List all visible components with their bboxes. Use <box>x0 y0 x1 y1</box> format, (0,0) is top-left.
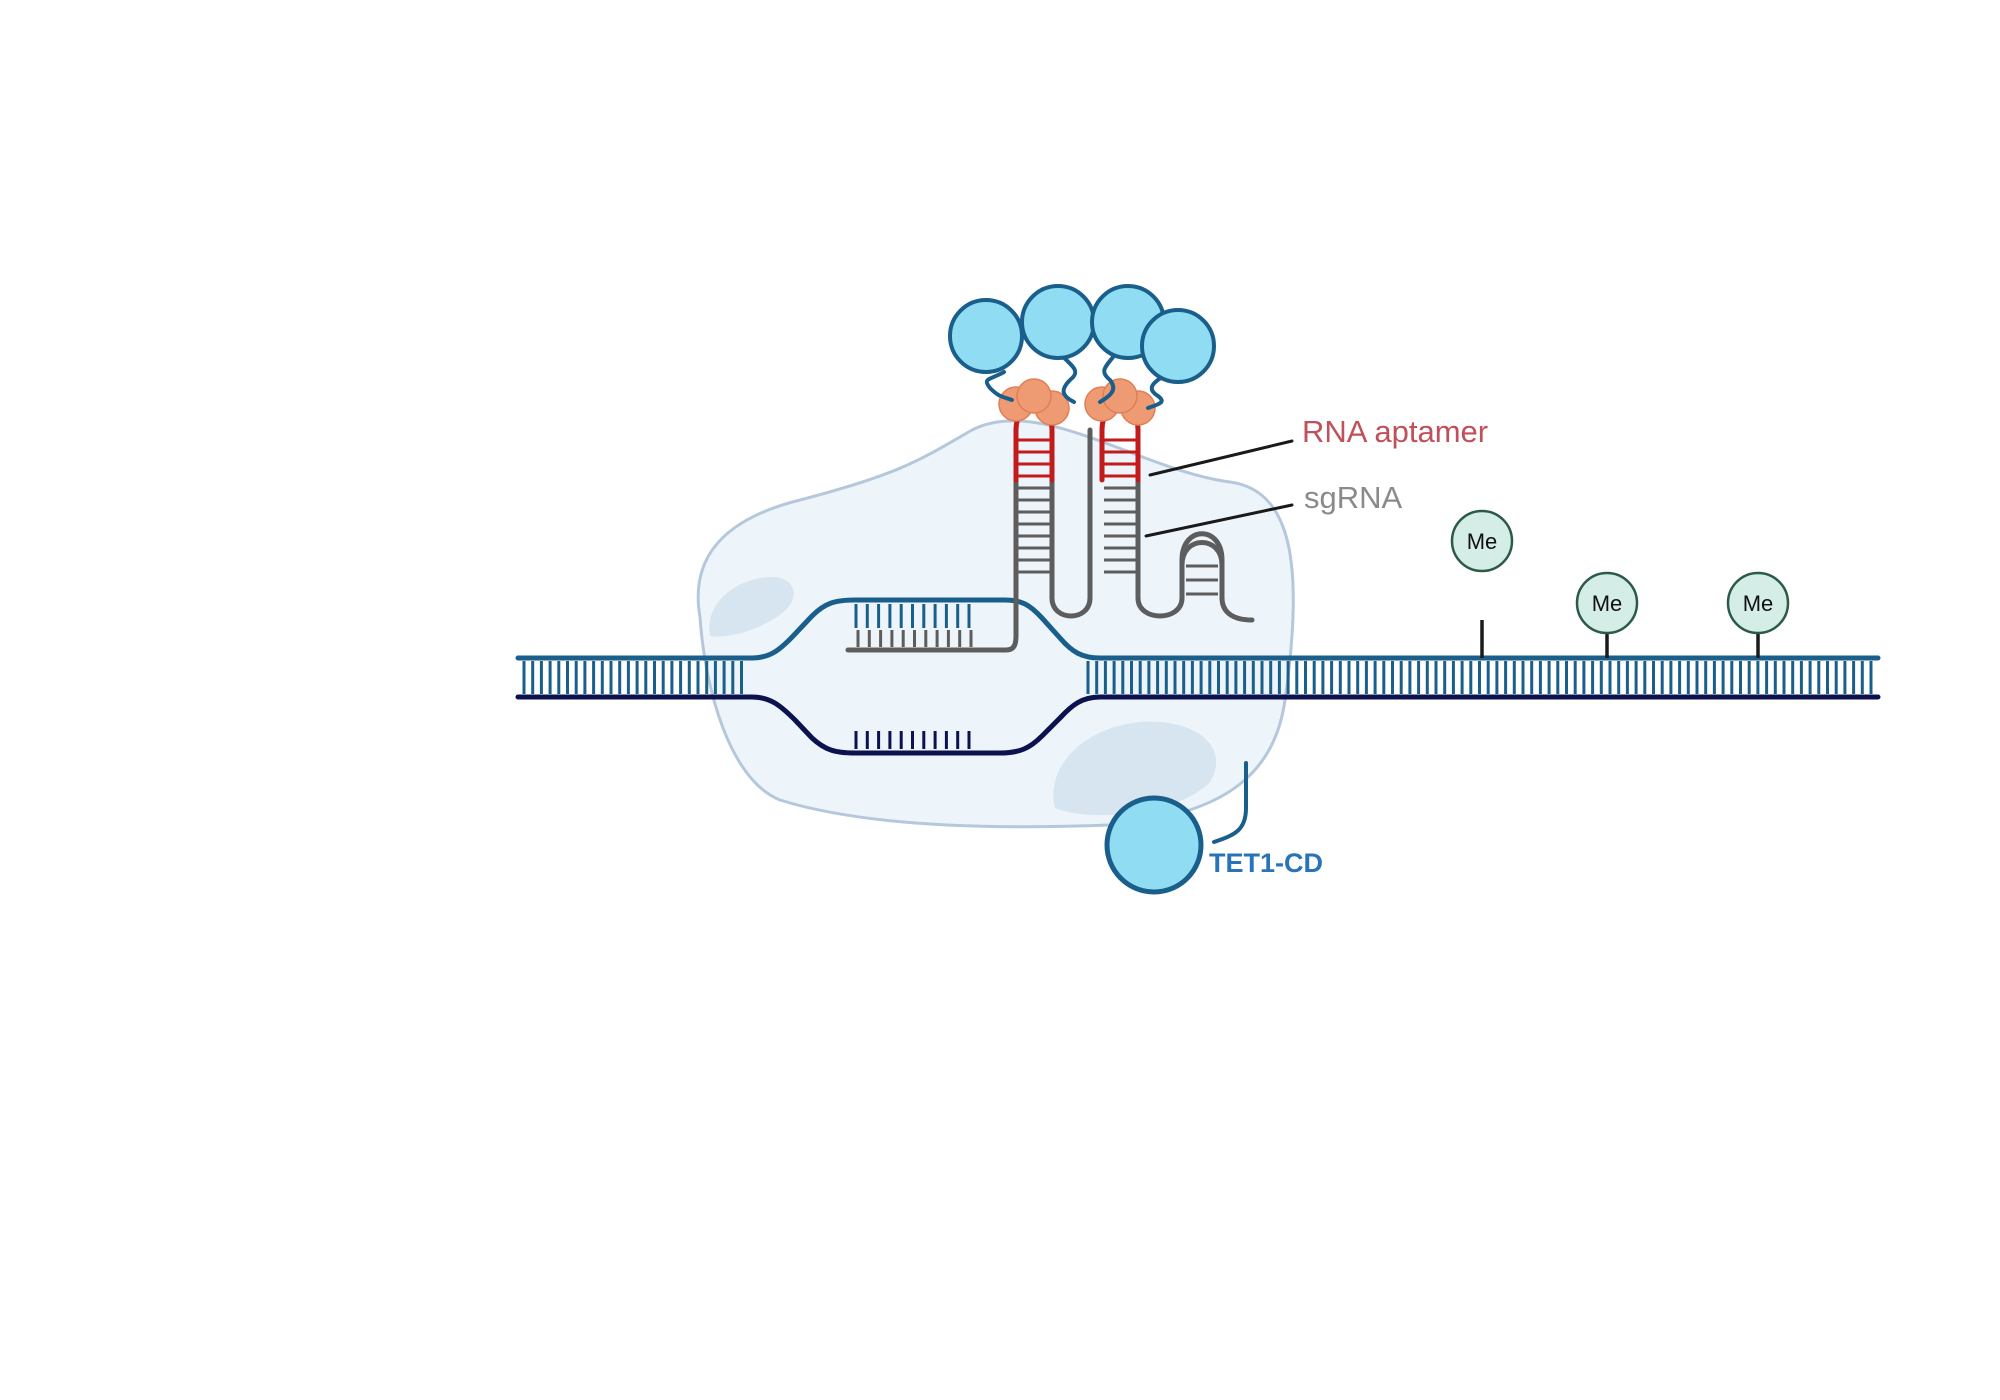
methyl-mark-3: Me <box>1726 571 1790 658</box>
effector-domain-1 <box>948 298 1024 374</box>
sgrna-spacer-bases-ticks <box>856 630 973 647</box>
effector-tether-3 <box>1098 354 1116 404</box>
sgrna-linker-1 <box>1049 427 1093 619</box>
coat-protein-1 <box>998 378 1070 426</box>
aptamer-bases-1 <box>1018 438 1050 478</box>
sgrna-hairpin-3 <box>1179 531 1225 578</box>
methyl-mark-2: Me <box>1575 571 1639 658</box>
rna-aptamer-loops <box>998 378 1156 483</box>
dna-top-strand <box>515 597 1881 661</box>
sgrna-spacer <box>845 427 1019 653</box>
dna-target-bases <box>854 731 971 749</box>
dna-nontarget-bases-ticks <box>854 604 971 628</box>
dna-rungs-right-ticks <box>1086 661 1873 694</box>
sgrna-scaffold <box>845 427 1255 653</box>
methyl-label: Me <box>1592 591 1623 616</box>
effector-domain-2 <box>1020 284 1096 360</box>
methyl-circle <box>1726 571 1790 635</box>
methyl-label: Me <box>1743 591 1774 616</box>
tet1-cd-label: TET1-CD <box>1209 848 1323 878</box>
dcas9-patch-left <box>709 576 794 637</box>
effector-tether-4 <box>1146 374 1166 410</box>
dcas9-protein <box>696 419 1295 829</box>
effector-domain-4 <box>1140 308 1216 384</box>
methyl-label: Me <box>1467 529 1498 554</box>
dna-rungs-left-ticks <box>522 661 743 694</box>
label-sgrna-group: sgRNA <box>1144 480 1403 538</box>
aptamer-effector-domains <box>948 284 1216 410</box>
rna-aptamer-leader <box>1148 439 1294 477</box>
coat-protein-2 <box>1084 378 1156 426</box>
stem-rungs <box>1018 486 1136 574</box>
methyl-circle <box>1575 571 1639 635</box>
sgrna-spacer-bases <box>856 630 973 647</box>
aptamer-bases-2 <box>1104 438 1136 478</box>
dna-nontarget-bases <box>854 604 971 628</box>
sgrna-hairpin-3-bases <box>1186 564 1218 596</box>
sgrna-stem-bases <box>1018 486 1136 574</box>
dna-target-bases-ticks <box>854 731 971 749</box>
effector-tether-1 <box>984 370 1014 402</box>
tet1-linker <box>1212 761 1248 844</box>
sgrna-tail <box>1135 427 1255 623</box>
methyl-circle <box>1450 509 1514 573</box>
dna-double-helix <box>515 597 1881 756</box>
sgrna-label: sgRNA <box>1304 480 1403 515</box>
methyl-mark-1: Me <box>1450 509 1514 658</box>
dna-bottom-strand <box>515 694 1881 756</box>
tet1-cd-domain <box>1104 761 1248 895</box>
sgrna-leader <box>1144 503 1294 538</box>
tet1-cd-circle <box>1104 795 1204 895</box>
hairpin-3-rungs <box>1186 564 1218 596</box>
rna-aptamer-label: RNA aptamer <box>1302 414 1488 449</box>
dcas9-patch-right <box>1053 721 1217 816</box>
dna-rungs-left <box>522 661 743 694</box>
dna-rungs-right <box>1086 661 1873 694</box>
label-rna-aptamer-group: RNA aptamer <box>1148 414 1488 477</box>
coat-protein-lobe <box>1016 378 1052 414</box>
effector-tether-2 <box>1060 354 1078 404</box>
